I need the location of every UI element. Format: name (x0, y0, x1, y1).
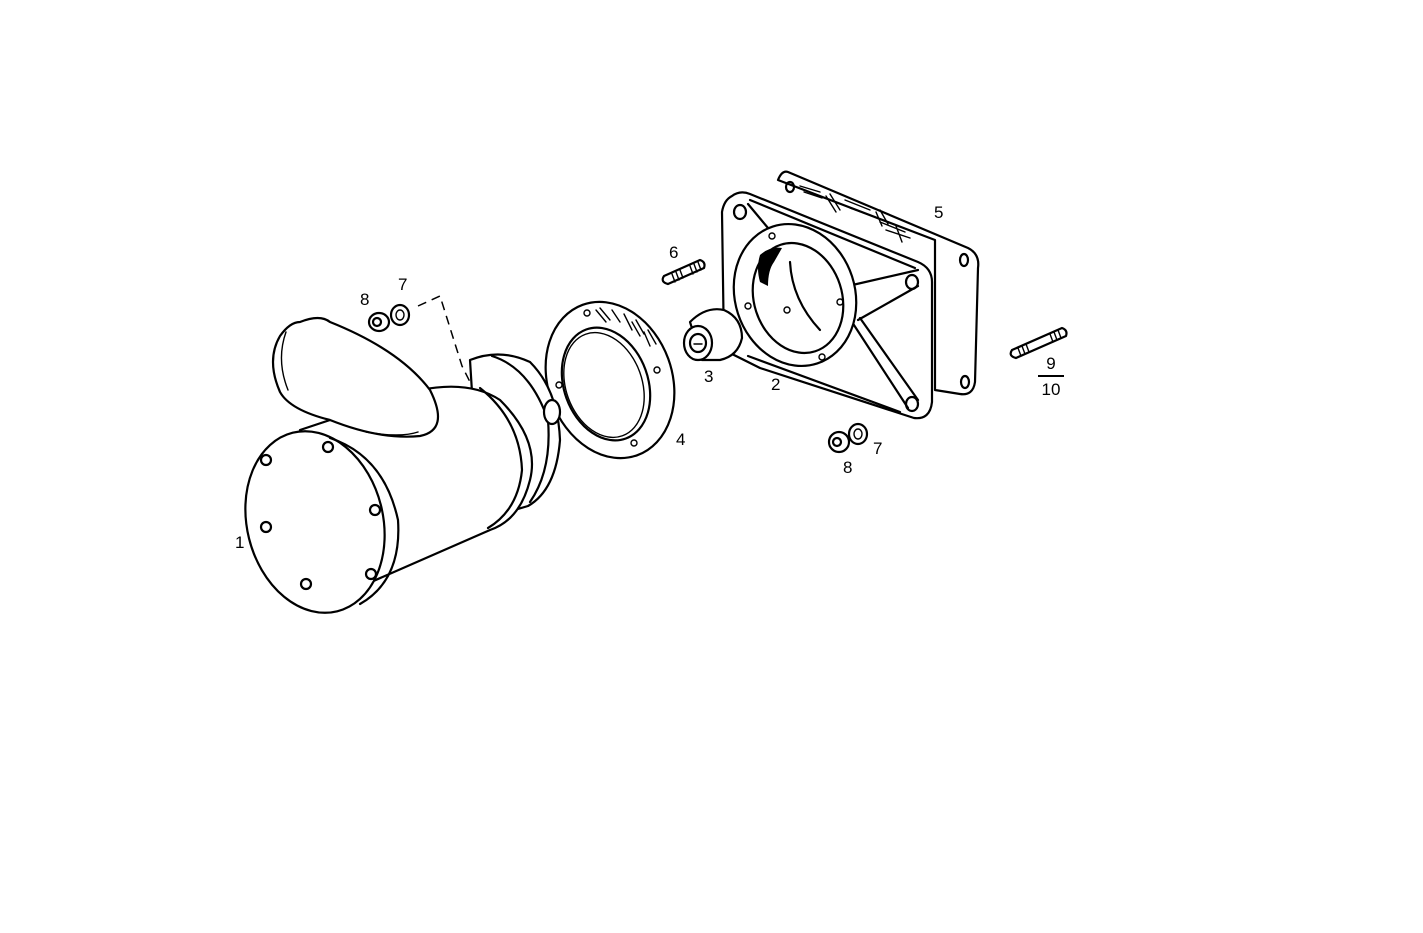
part-4-gasket-ring (544, 300, 676, 460)
part-6-stud (661, 258, 706, 286)
callout-8-bottom: 8 (843, 458, 853, 477)
callout-5: 5 (934, 203, 944, 222)
part-8-nut-top (367, 311, 391, 333)
part-8-nut-bottom (827, 430, 851, 454)
part-9-10-stud (1009, 326, 1068, 360)
assembly-leader-line (417, 294, 471, 383)
callout-7-top: 7 (398, 275, 408, 294)
part-3-coupling (682, 308, 744, 362)
callout-1: 1 (235, 533, 245, 552)
callout-4: 4 (676, 430, 686, 449)
callout-3: 3 (704, 367, 714, 386)
part-1-pump-body (244, 316, 562, 614)
part-7-washer-top (389, 303, 411, 327)
callout-7-bottom: 7 (873, 439, 883, 458)
part-2-flange-housing (720, 191, 934, 420)
callout-9: 9 (1046, 354, 1056, 373)
part-5-gasket (776, 170, 980, 396)
fraction-bar (1038, 375, 1064, 377)
callout-6: 6 (669, 243, 679, 262)
callout-10: 10 (1041, 380, 1061, 399)
part-7-washer-bottom (847, 422, 869, 446)
callout-9-10: 9 10 (1036, 355, 1066, 398)
callout-8-top: 8 (360, 290, 370, 309)
callout-2: 2 (771, 375, 781, 394)
